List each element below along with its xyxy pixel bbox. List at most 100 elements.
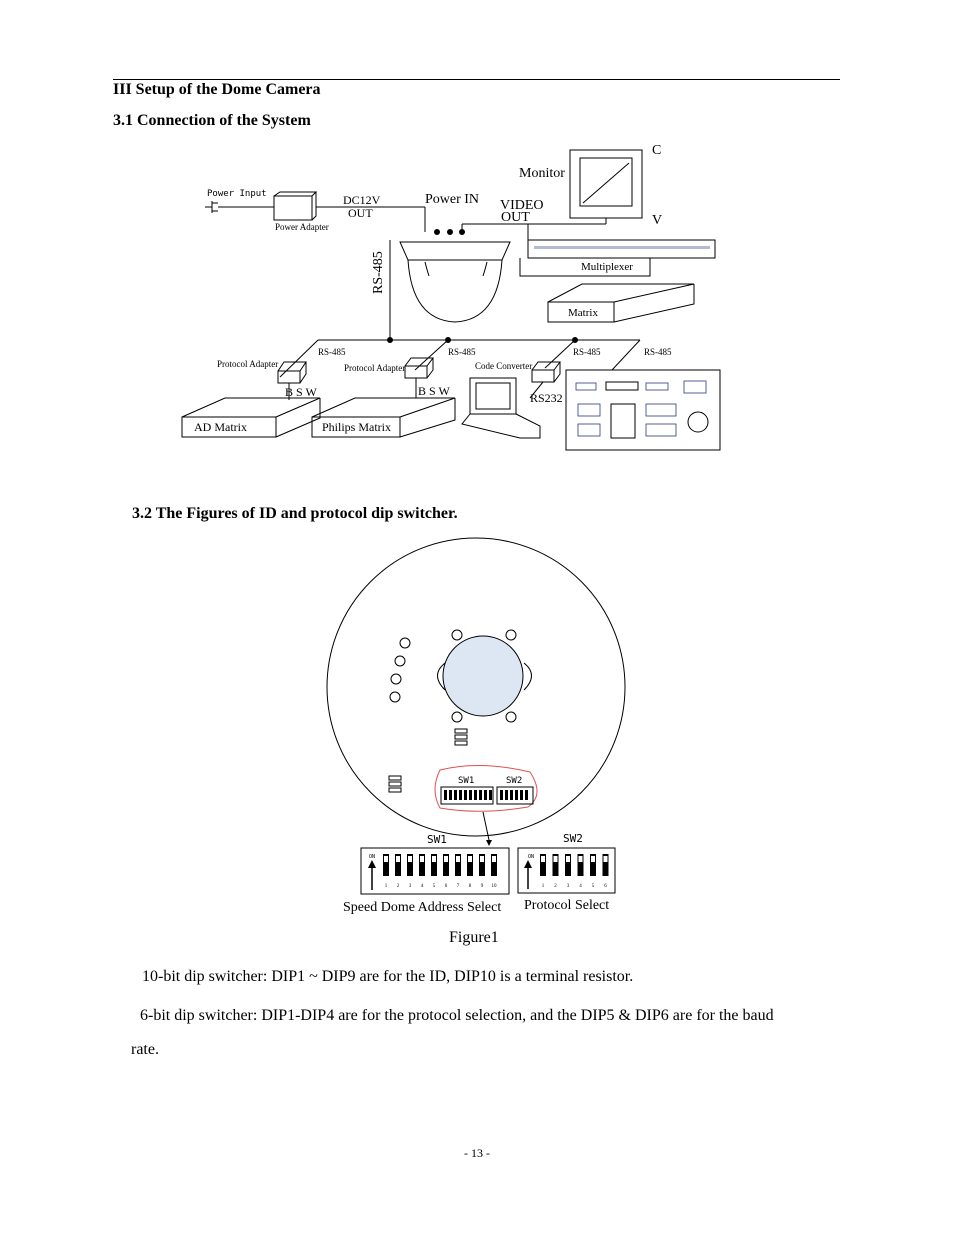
subsection-3-2-title: 3.2 The Figures of ID and protocol dip s…: [132, 505, 458, 522]
paragraph-6bit: 6-bit dip switcher: DIP1-DIP4 are for th…: [140, 1007, 774, 1024]
matrix-label: Matrix: [568, 307, 598, 319]
sw1-key-1: [383, 854, 389, 876]
sw1-key-slider-9: [480, 856, 484, 862]
subsection-3-1-title: 3.1 Connection of the System: [113, 112, 311, 129]
monitor-c-label: C: [652, 143, 661, 158]
sw1-label: SW1: [427, 833, 447, 846]
philips-matrix-label: Philips Matrix: [322, 420, 391, 434]
dc12v-label: DC12V: [343, 193, 381, 207]
small-sw1-key: [459, 790, 462, 800]
rs485-label-3: RS-485: [573, 347, 601, 357]
sw2-key-slider-6: [603, 856, 608, 862]
small-sw2-key: [510, 790, 513, 800]
sw1-key-5: [431, 854, 437, 876]
sw1-key-number: 2: [397, 884, 400, 889]
small-sw2-key: [520, 790, 523, 800]
sw2-key-number: 2: [554, 884, 557, 889]
power-adapter-icon: [273, 195, 313, 221]
small-sw2-key: [505, 790, 508, 800]
dome-board-outline: [326, 537, 626, 837]
small-sw2-key: [500, 790, 503, 800]
small-sw2-key: [525, 790, 528, 800]
bsw-label-1: B S W: [285, 385, 317, 399]
small-sw1-key: [444, 790, 447, 800]
sw2-key-2: [552, 854, 559, 876]
bsw-label-2: B S W: [418, 384, 450, 398]
sw1-key-4: [419, 854, 425, 876]
sw2-key-6: [602, 854, 609, 876]
sw2-key-1: [540, 854, 546, 876]
small-sw1-key: [489, 790, 492, 800]
protocol-adapter-label-2: Protocol Adapter: [344, 363, 405, 373]
rs485-label-1: RS-485: [318, 347, 346, 357]
small-sw1-key: [474, 790, 477, 800]
sw1-key-number: 6: [445, 884, 448, 889]
header-rule: [113, 79, 840, 80]
ad-matrix-label: AD Matrix: [194, 420, 247, 434]
sw1-key-number: 4: [421, 884, 424, 889]
sw2-key-number: 5: [592, 884, 595, 889]
small-sw1-key: [479, 790, 482, 800]
sw1-key-6: [443, 854, 449, 876]
sw1-key-slider-8: [468, 856, 472, 862]
sw1-key-slider-10: [492, 856, 496, 862]
code-converter-label: Code Converter: [475, 361, 532, 371]
sw2-label: SW2: [563, 832, 583, 845]
sw2-key-slider-2: [553, 856, 558, 862]
rs485-vertical-label: RS-485: [371, 251, 386, 294]
protocol-select-label: Protocol Select: [524, 898, 609, 913]
sw1-key-slider-3: [408, 856, 412, 862]
power-in-label: Power IN: [425, 192, 479, 207]
keyboard-controller-icon: [565, 369, 721, 451]
power-input-label: Power Input: [207, 189, 267, 199]
sw1-key-number: 5: [433, 884, 436, 889]
highlight-ellipse: [434, 765, 538, 812]
sw1-key-8: [467, 854, 473, 876]
sw2-key-slider-5: [591, 856, 595, 862]
sw1-key-slider-1: [384, 856, 388, 862]
sw1-key-slider-2: [396, 856, 400, 862]
sw2-key-number: 4: [579, 884, 582, 889]
sw2-key-slider-1: [541, 856, 545, 862]
sw2-key-3: [565, 854, 571, 876]
multiplexer-icon: [527, 239, 716, 259]
sw2-key-number: 6: [604, 884, 607, 889]
sw1-key-slider-6: [444, 856, 448, 862]
small-sw1-key: [449, 790, 452, 800]
multiplexer-label: Multiplexer: [581, 261, 633, 273]
sw1-key-3: [407, 854, 413, 876]
sw1-key-number: 8: [469, 884, 472, 889]
sw2-key-4: [577, 854, 584, 876]
sw1-key-number: 1: [385, 884, 388, 889]
figure-caption: Figure1: [449, 929, 499, 946]
rs232-label: RS232: [530, 391, 563, 405]
small-sw1-label: SW1: [458, 776, 474, 786]
video-label: VIDEO: [500, 198, 544, 213]
sw1-key-7: [455, 854, 461, 876]
small-sw1-key: [484, 790, 487, 800]
small-sw1-key: [454, 790, 457, 800]
small-sw1-key: [469, 790, 472, 800]
page-number: - 13 -: [464, 1146, 490, 1160]
sw1-dip-switch: [360, 847, 510, 895]
sw1-key-number: 3: [409, 884, 412, 889]
protocol-adapter-label-1: Protocol Adapter: [217, 359, 278, 369]
monitor-v-label: V: [652, 213, 662, 228]
sw2-key-number: 3: [567, 884, 570, 889]
section-title: III Setup of the Dome Camera: [113, 81, 321, 98]
sw2-on-label: ON: [528, 854, 534, 860]
sw1-key-slider-4: [420, 856, 424, 862]
sw2-key-5: [590, 854, 596, 876]
power-adapter-label: Power Adapter: [275, 222, 329, 232]
small-sw1-key: [464, 790, 467, 800]
sw1-key-9: [479, 854, 485, 876]
laptop-icon: [469, 377, 517, 415]
paragraph-6bit-continued: rate.: [131, 1041, 159, 1058]
sw2-key-slider-4: [578, 856, 583, 862]
plug-icon: [205, 201, 218, 213]
rs485-label-4: RS-485: [644, 347, 672, 357]
sw2-key-number: 1: [542, 884, 545, 889]
paragraph-10bit: 10-bit dip switcher: DIP1 ~ DIP9 are for…: [142, 968, 634, 985]
dc-out-label: OUT: [348, 206, 373, 220]
